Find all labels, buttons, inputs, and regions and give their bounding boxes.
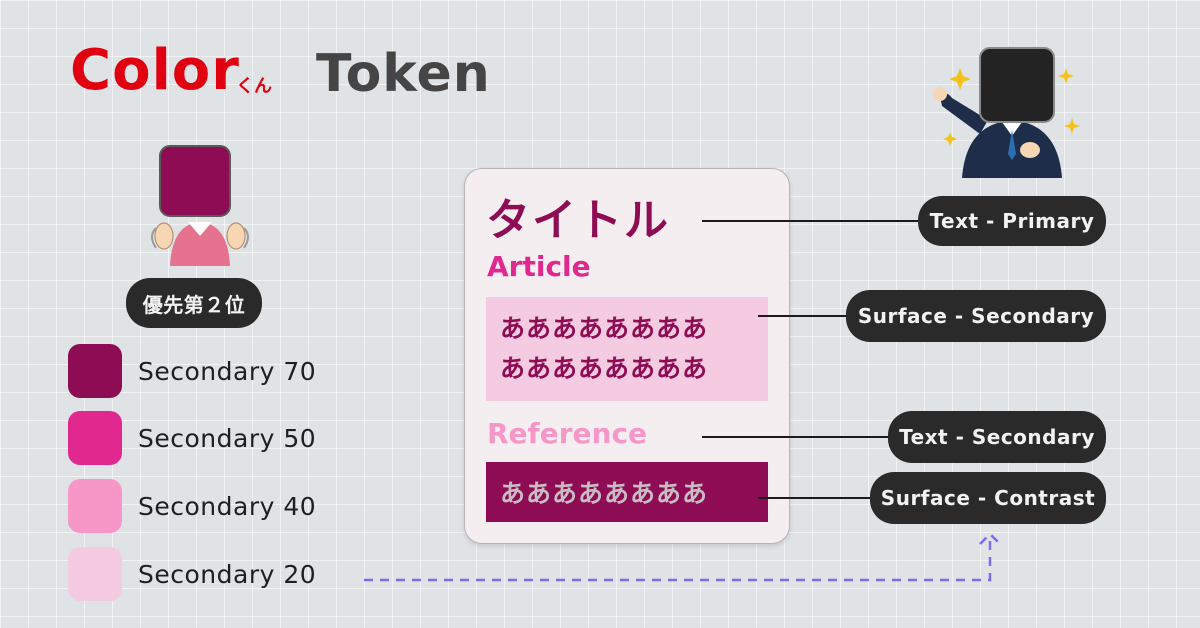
swatch-row-secondary-70: Secondary 70 <box>68 344 316 398</box>
article-body-line: ああああああああ <box>500 314 709 343</box>
swatch-row-secondary-50: Secondary 50 <box>68 411 316 465</box>
card-article-heading: Article <box>487 250 591 283</box>
brand-title-color: Color <box>70 38 240 103</box>
priority-badge: 優先第２位 <box>126 278 262 328</box>
surface-secondary-block: ああああああああ ああああああああ <box>486 297 768 401</box>
dashed-arrow-connector <box>364 532 1000 582</box>
connector-text-secondary <box>702 436 890 438</box>
connector-surface-contrast <box>758 497 872 499</box>
brand-title-kun: くん <box>236 76 272 97</box>
swatch-label: Secondary 20 <box>138 559 317 589</box>
swatch-label: Secondary 70 <box>138 356 317 386</box>
swatch-label: Secondary 40 <box>138 491 317 521</box>
swatch-row-secondary-40: Secondary 40 <box>68 479 316 533</box>
article-body-line: ああああああああ <box>500 354 709 383</box>
token-pill-surface-contrast: Surface - Contrast <box>870 472 1106 524</box>
swatch-label: Secondary 50 <box>138 423 317 453</box>
brand-title-token: Token <box>316 44 491 104</box>
color-swatch <box>68 411 122 465</box>
connector-text-primary <box>702 220 920 222</box>
connector-surface-secondary <box>758 315 848 317</box>
token-character-illustration <box>933 47 1080 178</box>
token-pill-text-secondary: Text - Secondary <box>888 411 1106 463</box>
reference-body: ああああああああ <box>500 479 709 508</box>
surface-contrast-block: ああああああああ <box>486 462 768 522</box>
swatch-row-secondary-20: Secondary 20 <box>68 547 316 601</box>
color-swatch <box>68 547 122 601</box>
token-pill-text-primary: Text - Primary <box>918 196 1106 246</box>
token-pill-surface-secondary: Surface - Secondary <box>846 290 1106 342</box>
secondary-character-illustration <box>151 145 249 266</box>
card-reference-heading: Reference <box>487 417 648 450</box>
card-title: タイトル <box>486 195 670 246</box>
color-swatch <box>68 344 122 398</box>
color-swatch <box>68 479 122 533</box>
